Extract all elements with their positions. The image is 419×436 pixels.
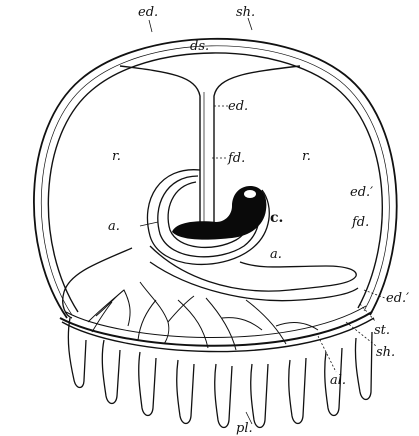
basal-plate-line-1 — [60, 312, 372, 346]
outer-membrane — [34, 39, 397, 318]
vessel-2 — [88, 290, 124, 322]
villus-4 — [177, 360, 194, 424]
vessel-8 — [246, 300, 286, 344]
allantois-lower — [150, 262, 358, 301]
villus-6 — [251, 364, 268, 428]
label-ed-prime-right: ed.′ — [350, 185, 373, 200]
vessel-1 — [96, 290, 130, 326]
vessel-6 — [206, 298, 236, 350]
vessel-4 — [168, 296, 194, 322]
leader-a-left — [140, 222, 158, 226]
embryo — [172, 186, 266, 240]
villus-2 — [102, 340, 120, 404]
outer-membrane-mid-line — [41, 46, 389, 315]
label-fd-right: fd. — [351, 215, 369, 230]
label-al: al. — [330, 373, 346, 388]
leader-ed-top — [149, 20, 152, 32]
vessel-5 — [178, 300, 208, 348]
label-r-right: r. — [302, 149, 311, 164]
outer-membrane-outer-line — [34, 39, 397, 318]
basal-plate — [60, 306, 374, 352]
embryo-head-highlight — [244, 190, 256, 198]
central-stalk — [120, 66, 300, 222]
label-a-right: a. — [270, 247, 282, 262]
label-st: st. — [374, 323, 390, 338]
allantoic-vessels — [88, 282, 318, 350]
label-a-left: a. — [108, 219, 120, 234]
label-pl: pl. — [236, 421, 253, 436]
label-ed-stalk: ed. — [228, 99, 248, 114]
label-sh-lower: sh. — [376, 345, 395, 360]
stalk-left-line — [120, 66, 200, 222]
label-c: c. — [270, 210, 283, 226]
allantois-outer — [63, 248, 132, 318]
villus-9 — [355, 332, 372, 400]
label-sh-top: sh. — [236, 5, 255, 20]
villus-5 — [215, 364, 232, 428]
label-ed-prime-lower: ed.′ — [386, 291, 409, 306]
label-ed-top: ed. — [138, 5, 158, 20]
leader-al — [318, 336, 336, 372]
label-ds: ds. — [190, 39, 209, 54]
placental-villi — [68, 318, 372, 428]
label-r-left: r. — [112, 149, 121, 164]
villus-3 — [139, 352, 156, 416]
vessel-10 — [92, 302, 112, 332]
villus-7 — [289, 358, 306, 424]
vessel-9 — [276, 323, 318, 330]
label-fd-stalk: fd. — [227, 151, 245, 166]
